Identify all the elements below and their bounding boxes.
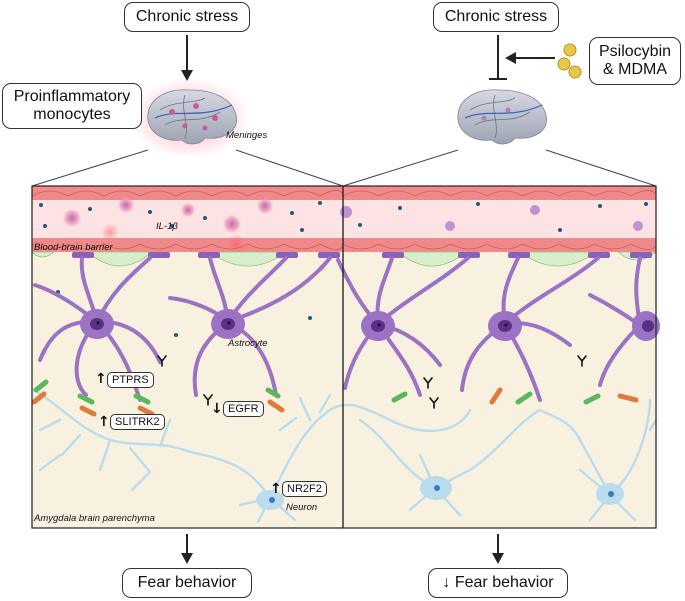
egfr-receptor-icons xyxy=(157,355,587,409)
arrow-to-fear-right xyxy=(492,534,504,564)
fear-behavior-left-label: Fear behavior xyxy=(137,574,237,591)
slitrk2-up-arrow: ↑ xyxy=(98,414,110,430)
chronic-stress-right-label: Chronic stress xyxy=(444,8,548,25)
bbb-label: Blood-brain barrier xyxy=(34,242,113,253)
egfr-down-arrow: ↓ xyxy=(211,401,223,417)
panel-right xyxy=(340,186,657,528)
fear-behavior-right-box: ↓ Fear behavior xyxy=(428,568,568,598)
astrocyte-somas xyxy=(80,309,660,341)
drug-box: Psilocybin & MDMA xyxy=(589,37,681,85)
drug-label: Psilocybin & MDMA xyxy=(598,43,672,78)
pill-icon xyxy=(557,43,582,79)
panel-left xyxy=(31,186,344,528)
il1b-label: IL-1β xyxy=(156,221,178,232)
nr2f2-up-arrow: ↑ xyxy=(270,481,282,497)
inhibit-drug-arrow xyxy=(505,52,555,64)
arrow-stress-to-brain-left xyxy=(181,35,193,81)
ptprs-tag: PTPRS xyxy=(107,372,154,388)
brain-right-icon xyxy=(457,89,548,145)
brain-left-icon xyxy=(130,78,250,158)
monocytes-label: Proinflammatory monocytes xyxy=(13,88,131,123)
fear-behavior-left-box: Fear behavior xyxy=(122,568,252,598)
parenchyma-label: Amygdala brain parenchyma xyxy=(34,513,155,524)
slitrk2-tag: SLITRK2 xyxy=(110,414,165,430)
neuron-dendrites xyxy=(32,388,658,524)
chronic-stress-left-box: Chronic stress xyxy=(124,2,250,32)
ptprs-up-arrow: ↑ xyxy=(95,371,107,387)
egfr-tag: EGFR xyxy=(223,401,264,417)
panel-right-frame xyxy=(342,185,657,529)
nr2f2-tag: NR2F2 xyxy=(282,481,327,497)
zoom-lines xyxy=(31,149,657,187)
astrocyte-label: Astrocyte xyxy=(228,338,268,349)
fear-behavior-right-label: ↓ Fear behavior xyxy=(442,574,554,591)
meninges-label: Meninges xyxy=(226,130,268,141)
monocytes-box: Proinflammatory monocytes xyxy=(2,83,142,129)
neuron-label: Neuron xyxy=(286,502,318,513)
neuron-somas xyxy=(256,476,624,510)
synaptic-adhesion-bars xyxy=(31,379,639,417)
arrow-to-fear-left xyxy=(181,534,193,564)
chronic-stress-left-label: Chronic stress xyxy=(135,8,239,25)
endfoot-caps xyxy=(72,252,652,258)
inhibit-stress-right xyxy=(489,35,507,80)
chronic-stress-right-box: Chronic stress xyxy=(433,2,559,32)
